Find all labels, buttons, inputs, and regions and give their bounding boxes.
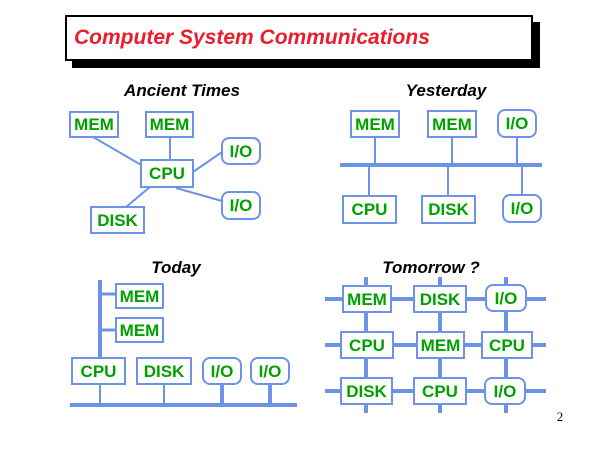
heading-today: Today <box>151 258 201 277</box>
tomorrow-node-io-2: I/O <box>484 377 526 405</box>
tomorrow-node-cpu-2: CPU <box>481 331 533 359</box>
ancient-link-cpu-io2 <box>175 187 223 202</box>
tomorrow-node-disk-1: DISK <box>413 285 467 313</box>
yesterday-node-io-2: I/O <box>502 194 542 223</box>
tomorrow-node-mem-2: MEM <box>416 331 465 359</box>
ancient-node-disk: DISK <box>90 206 145 234</box>
today-node-mem-2: MEM <box>115 317 164 343</box>
today-node-mem-1: MEM <box>115 283 164 309</box>
tomorrow-node-mem-1: MEM <box>342 285 392 313</box>
ancient-node-io-1: I/O <box>221 137 261 165</box>
today-node-io-2: I/O <box>250 357 290 385</box>
ancient-node-cpu: CPU <box>140 159 194 188</box>
yesterday-node-cpu: CPU <box>342 195 397 224</box>
ancient-link-cpu-io1 <box>192 151 223 173</box>
yesterday-node-mem-1: MEM <box>350 110 400 138</box>
ancient-node-mem-2: MEM <box>145 111 194 138</box>
slide-title: Computer System Communications <box>74 26 430 49</box>
heading-yesterday: Yesterday <box>405 81 487 100</box>
today-node-io-1: I/O <box>202 357 242 385</box>
heading-ancient-times: Ancient Times <box>124 81 240 100</box>
today-node-disk: DISK <box>136 357 192 385</box>
page-number: 2 <box>556 409 564 424</box>
heading-tomorrow: Tomorrow ? <box>382 258 480 277</box>
today-node-cpu: CPU <box>71 357 126 385</box>
tomorrow-node-io-1: I/O <box>485 284 527 312</box>
ancient-node-mem-1: MEM <box>69 111 119 138</box>
title-box: Computer System Communications <box>65 15 533 61</box>
yesterday-node-mem-2: MEM <box>427 110 477 138</box>
ancient-node-io-2: I/O <box>221 191 261 220</box>
ancient-link-cpu-disk <box>125 186 151 208</box>
tomorrow-node-cpu-3: CPU <box>413 377 467 405</box>
tomorrow-node-cpu-1: CPU <box>340 331 394 359</box>
yesterday-node-disk: DISK <box>421 195 476 224</box>
yesterday-node-io-1: I/O <box>497 109 537 138</box>
ancient-link-mem1-cpu <box>92 136 144 167</box>
tomorrow-node-disk-2: DISK <box>340 377 393 405</box>
